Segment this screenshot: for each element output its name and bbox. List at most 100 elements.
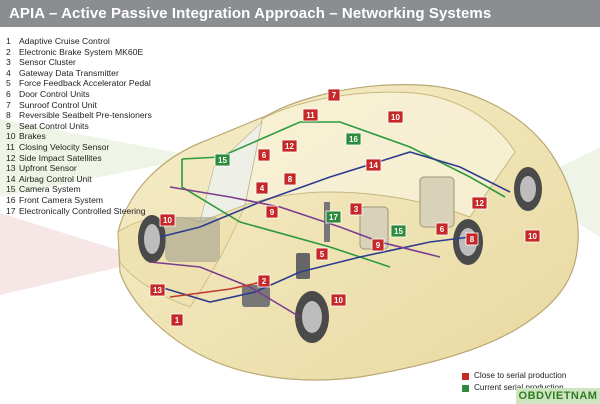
wire-red-link bbox=[169, 281, 263, 298]
marker-box bbox=[257, 148, 271, 162]
status-red-label: Close to serial production bbox=[474, 371, 567, 380]
component-marker-3: 3 bbox=[349, 202, 363, 216]
marker-label: 10 bbox=[528, 232, 537, 241]
marker-label: 13 bbox=[153, 286, 162, 295]
legend-number: 4 bbox=[6, 67, 11, 78]
component-marker-8: 8 bbox=[283, 172, 297, 186]
page-title: APIA – Active Passive Integration Approa… bbox=[9, 5, 492, 22]
component-marker-14: 14 bbox=[365, 158, 382, 172]
component-marker-16: 16 bbox=[345, 132, 362, 146]
legend-number: 11 bbox=[6, 141, 15, 152]
legend-number: 10 bbox=[6, 131, 16, 142]
legend-text: Electronically Controlled Steering bbox=[19, 205, 146, 216]
marker-box bbox=[524, 229, 541, 243]
component-marker-10: 10 bbox=[524, 229, 541, 243]
legend-text: Door Control Units bbox=[19, 88, 90, 99]
marker-box bbox=[159, 213, 176, 227]
marker-box bbox=[365, 158, 382, 172]
marker-box bbox=[149, 283, 166, 297]
marker-box bbox=[330, 293, 347, 307]
marker-label: 2 bbox=[262, 277, 267, 286]
legend-text: Sensor Cluster bbox=[19, 57, 76, 68]
legend-item: 4 Gateway Data Transmitter bbox=[6, 68, 196, 79]
marker-label: 6 bbox=[262, 151, 267, 160]
legend-text: Gateway Data Transmitter bbox=[19, 67, 119, 78]
marker-label: 10 bbox=[163, 216, 172, 225]
wire-green-bus-2 bbox=[181, 159, 391, 268]
marker-label: 4 bbox=[260, 184, 265, 193]
marker-box bbox=[435, 222, 449, 236]
legend-text: Upfront Sensor bbox=[19, 163, 77, 174]
green-swatch bbox=[462, 384, 469, 392]
wire-purple-bus-2 bbox=[149, 261, 301, 318]
component-marker-9: 9 bbox=[371, 238, 385, 252]
component-marker-8: 8 bbox=[465, 232, 479, 246]
marker-box bbox=[349, 202, 363, 216]
marker-label: 7 bbox=[332, 91, 337, 100]
legend-number: 1 bbox=[6, 36, 11, 46]
marker-label: 14 bbox=[369, 161, 378, 170]
legend-text: Reversible Seatbelt Pre-tensioners bbox=[19, 110, 152, 121]
legend-number: 3 bbox=[6, 57, 11, 68]
legend-item: 3 Sensor Cluster bbox=[6, 57, 196, 68]
marker-label: 10 bbox=[391, 113, 400, 122]
legend-item: 1 Adaptive Cruise Control bbox=[6, 36, 196, 47]
engine-block bbox=[165, 217, 220, 262]
marker-box bbox=[170, 313, 184, 327]
marker-label: 1 bbox=[175, 316, 180, 325]
component-marker-6: 6 bbox=[435, 222, 449, 236]
legend-text: Seat Control Units bbox=[19, 120, 89, 131]
marker-label: 12 bbox=[475, 199, 484, 208]
component-marker-13: 13 bbox=[149, 283, 166, 297]
legend-text: Force Feedback Accelerator Pedal bbox=[19, 78, 151, 89]
legend-text: Adaptive Cruise Control bbox=[19, 36, 110, 46]
marker-box bbox=[471, 196, 488, 210]
marker-box bbox=[283, 172, 297, 186]
wire-navy-bus-2 bbox=[159, 236, 471, 303]
legend-text: Closing Velocity Sensor bbox=[19, 141, 110, 152]
component-marker-9: 9 bbox=[265, 205, 279, 219]
marker-box bbox=[214, 153, 231, 167]
component-marker-10: 10 bbox=[330, 293, 347, 307]
legend-text: Electronic Brake System MK60E bbox=[19, 46, 144, 57]
legend-text: Camera System bbox=[19, 184, 81, 195]
legend-number: 13 bbox=[6, 163, 16, 174]
marker-box bbox=[265, 205, 279, 219]
legend-number: 16 bbox=[6, 194, 16, 205]
component-marker-5: 5 bbox=[315, 247, 329, 261]
seat-rear bbox=[419, 176, 455, 228]
legend-number: 9 bbox=[6, 120, 11, 131]
legend-number: 15 bbox=[6, 184, 16, 195]
title-bar: APIA – Active Passive Integration Approa… bbox=[0, 0, 600, 27]
camera-beam-left bbox=[0, 119, 200, 197]
brake-unit bbox=[242, 285, 270, 307]
component-marker-12: 12 bbox=[471, 196, 488, 210]
marker-label: 9 bbox=[376, 241, 381, 250]
wire-navy-bus bbox=[159, 151, 511, 238]
radar-beam-left bbox=[0, 213, 150, 295]
component-marker-12: 12 bbox=[281, 139, 298, 153]
legend-item: 11 Closing Velocity Sensor bbox=[6, 142, 196, 153]
marker-label: 15 bbox=[394, 227, 403, 236]
marker-box bbox=[327, 88, 341, 102]
component-marker-10: 10 bbox=[159, 213, 176, 227]
legend-text: Side Impact Satellites bbox=[19, 152, 102, 163]
component-marker-1: 1 bbox=[170, 313, 184, 327]
marker-box bbox=[257, 274, 271, 288]
marker-label: 16 bbox=[349, 135, 358, 144]
legend-text: Front Camera System bbox=[19, 194, 104, 205]
watermark: OBDVIETNAM bbox=[516, 388, 600, 404]
marker-box bbox=[387, 110, 404, 124]
marker-label: 12 bbox=[285, 142, 294, 151]
component-marker-15: 15 bbox=[214, 153, 231, 167]
